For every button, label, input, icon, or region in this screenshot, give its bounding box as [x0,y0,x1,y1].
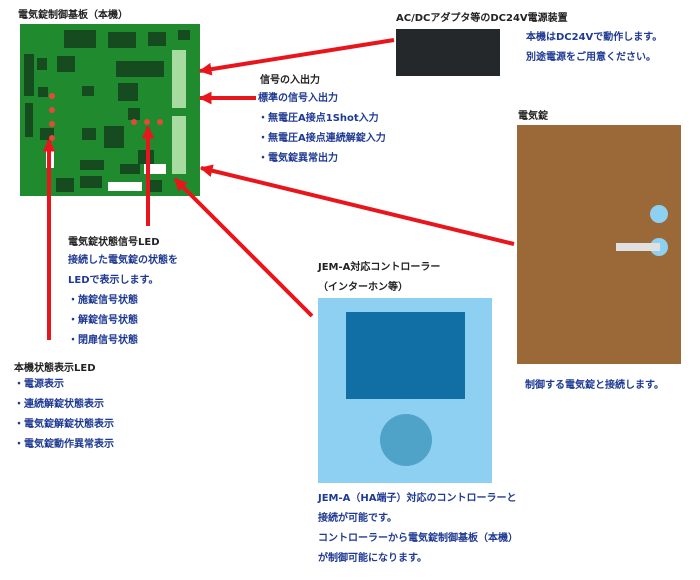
status-led-line: 接続した電気錠の状態を [68,255,178,266]
adapter-note: 別途電源をご用意ください。 [526,52,656,63]
unit-status-led [49,135,55,141]
unit-status-led [49,93,55,99]
board-pad [108,182,142,191]
io-connector [172,50,186,108]
lock-status-led [144,119,150,125]
arrow-adapter-to-board [198,38,395,76]
lock-title: 電気錠 [518,111,548,122]
status-led-line: ・閉扉信号状態 [68,335,138,346]
board-chip [148,180,162,192]
controller-caption-line: JEM-A（HA端子）対応のコントローラーと [318,493,517,504]
controller-title-line: （インターホン等） [318,282,408,293]
electric-lock-door [517,125,681,364]
board-chip [108,32,136,48]
signal-io-item: ・無電圧A接点連続解錠入力 [258,133,386,144]
key-cylinder [650,205,668,223]
board-chip [82,128,96,140]
unit-status-led [49,121,55,127]
controller-caption: JEM-A（HA端子）対応のコントローラーと 接続が可能です。 コントローラーか… [318,489,518,569]
adapter-notes: 本機はDC24Vで動作します。 別途電源をご用意ください。 [526,28,662,68]
lock-status-led [157,119,163,125]
status-led-line: ・解錠信号状態 [68,315,138,326]
unit-led-item: ・連続解錠状態表示 [14,399,104,410]
controller-title: JEM-A対応コントローラー （インターホン等） [318,258,440,298]
arrow-controller-to-board [173,177,314,318]
unit-led-item: ・電気錠動作異常表示 [14,439,114,450]
board-chip [104,126,124,148]
adapter-title: AC/DCアダプタ等のDC24V電源装置 [396,13,568,24]
board-chip [57,56,75,72]
unit-led-title: 本機状態表示LED [14,363,96,374]
board-chip [37,58,47,70]
board-chip [64,30,96,48]
board-pad [144,164,166,174]
controller-caption-line: が制御可能になります。 [318,553,427,564]
io-connector [172,116,186,174]
status-led-title: 電気錠状態信号LED [68,237,160,248]
controller-caption-line: コントローラーから電気錠制御基板（本機） [318,533,518,544]
board-chip [38,87,48,97]
status-led-line: ・施錠信号状態 [68,295,138,306]
status-led-lines: 接続した電気錠の状態を LEDで表示します。 ・施錠信号状態 ・解錠信号状態 ・… [68,251,178,351]
lock-caption: 制御する電気錠と接続します。 [525,380,664,391]
board-chip [148,32,166,46]
board-title: 電気錠制御基板（本機） [18,10,128,21]
board-chip [56,178,74,192]
signal-io-list: 標準の信号入出力 ・無電圧A接点1Shot入力 ・無電圧A接点連続解錠入力 ・電… [258,89,386,169]
unit-status-led [49,107,55,113]
board-chip [120,164,140,174]
board-chip [178,30,190,40]
controller-title-line: JEM-A対応コントローラー [318,262,441,273]
signal-io-item: ・電気錠異常出力 [258,153,338,164]
door-lever [616,243,660,251]
controller-button [380,414,432,466]
signal-io-title: 信号の入出力 [260,75,320,86]
jem-a-controller [318,298,492,483]
signal-io-item: ・無電圧A接点1Shot入力 [258,113,379,124]
board-chip [128,108,140,120]
power-adapter [396,29,500,76]
controller-screen [346,312,465,399]
arrow-lock-to-board [199,164,515,246]
board-chip [25,103,33,137]
board-chip [118,83,138,101]
board-chip [80,160,104,170]
board-chip [80,176,102,188]
unit-led-item: ・電気錠解錠状態表示 [14,419,114,430]
adapter-note: 本機はDC24Vで動作します。 [526,32,663,43]
signal-io-item: 標準の信号入出力 [258,93,338,104]
unit-led-list: ・電源表示 ・連続解錠状態表示 ・電気錠解錠状態表示 ・電気錠動作異常表示 [14,375,114,455]
board-chip [24,54,34,96]
board-chip [116,61,164,77]
lock-status-led [131,119,137,125]
unit-led-item: ・電源表示 [14,379,64,390]
status-led-line: LEDで表示します。 [68,275,159,286]
board-chip [82,86,94,96]
controller-caption-line: 接続が可能です。 [318,513,397,524]
